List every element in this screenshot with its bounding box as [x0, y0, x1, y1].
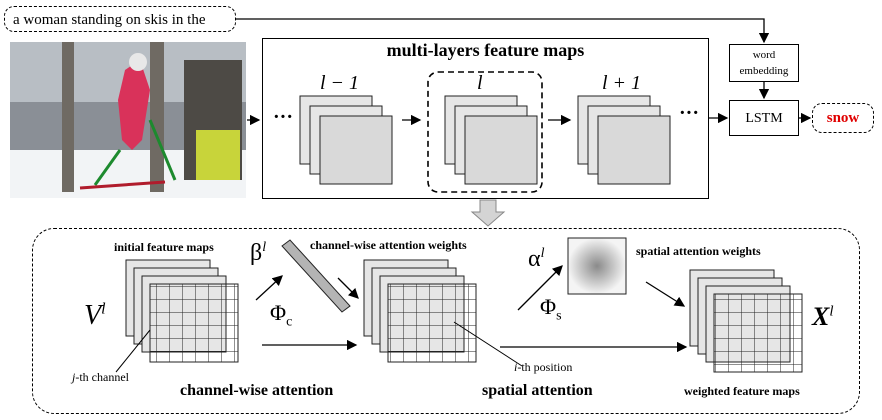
label-spatial-attention: spatial attention: [482, 382, 593, 399]
feature-maps-box: [262, 38, 709, 199]
output-word: snow: [826, 110, 860, 126]
channel-weighted-stack: [363, 259, 477, 363]
label-layer-next: l + 1: [602, 72, 642, 94]
initial-feature-stack: [125, 259, 239, 363]
label-channel-weights: channel-wise attention weights: [310, 238, 467, 252]
selected-layer-highlight: [427, 71, 543, 193]
feature-maps-title: multi-layers feature maps: [386, 40, 585, 60]
stack-l-minus-1: [299, 95, 393, 185]
word-embedding-line2: embedding: [739, 65, 789, 77]
channel-weights-bar: [281, 239, 351, 313]
symbol-alpha: αl: [528, 246, 545, 272]
word-embedding-line1: word: [752, 49, 776, 61]
lstm-label: LSTM: [745, 111, 783, 126]
output-word-box: snow: [812, 103, 874, 133]
symbol-phi-s: Φs: [540, 294, 562, 324]
label-weighted-feature-maps: weighted feature maps: [684, 384, 800, 398]
symbol-beta: βl: [250, 240, 267, 266]
label-channel-wise-attention: channel-wise attention: [180, 382, 334, 399]
label-spatial-weights: spatial attention weights: [636, 244, 761, 258]
stack-l-plus-1: [577, 95, 671, 185]
spatial-weights-map: [567, 237, 627, 295]
symbol-v: Vl: [84, 300, 106, 331]
skier-photo: [10, 42, 246, 198]
caption-box: a woman standing on skis in the: [4, 6, 236, 32]
stack-l: [444, 95, 538, 185]
ellipsis-left: ···: [273, 106, 294, 128]
label-layer-prev: l − 1: [320, 72, 360, 94]
weighted-feature-stack: [689, 269, 803, 373]
word-embedding-box: word embedding: [729, 44, 799, 82]
caption-text: a woman standing on skis in the: [13, 12, 206, 28]
ellipsis-right: ···: [679, 102, 700, 124]
label-layer-cur: l: [477, 72, 483, 94]
symbol-phi-c: Φc: [270, 300, 293, 330]
lstm-box: LSTM: [729, 100, 799, 136]
label-j-channel: j-th channel: [72, 370, 129, 384]
label-initial-feature-maps: initial feature maps: [114, 240, 214, 254]
label-i-position: i-th position: [514, 360, 573, 374]
attention-module-box: [32, 228, 860, 414]
symbol-x: Xl: [812, 302, 834, 331]
down-arrow: [470, 199, 506, 227]
